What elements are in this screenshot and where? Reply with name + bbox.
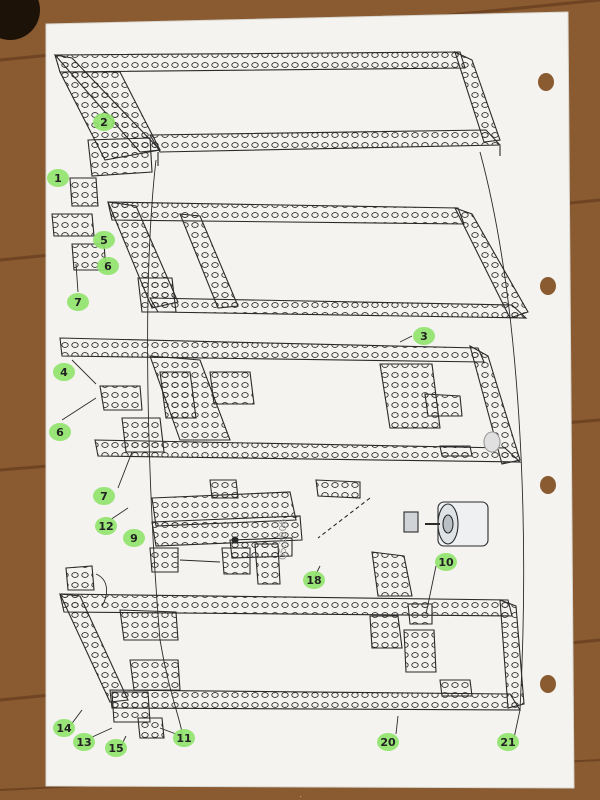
callout-highlight [303,571,325,589]
motor-sketch [403,501,489,547]
callout-9: 9 [123,529,145,547]
callout-7: 7 [67,293,89,311]
watermark: 05.2006 [278,519,289,560]
callout-6: 6 [49,423,71,441]
level-3-frame [59,337,522,465]
callout-number: 17 [300,796,302,798]
callout-1: 1 [47,169,69,187]
callout-number: 19 [300,796,302,798]
leader-lines [61,151,525,749]
punch-hole [540,476,556,494]
callout-6: 6 [97,257,119,275]
callout-highlight [47,169,69,187]
glare-spot [483,431,501,453]
callout-highlight [173,729,195,747]
level-2-frame [107,201,529,319]
callout-highlight [53,363,75,381]
callout-10: 10 [435,553,457,571]
callout-2: 2 [93,113,115,131]
callout-number: 13 [76,736,91,749]
callout-7: 7 [93,487,115,505]
callout-number: 18 [306,574,321,587]
punch-hole [540,675,556,693]
callout-13: 13 [73,733,95,751]
callout-highlight [95,517,117,535]
callout-highlight [93,231,115,249]
callout-11: 11 [173,729,195,747]
callout-highlight [53,719,75,737]
callout-highlight [49,423,71,441]
callout-highlight [413,327,435,345]
callout-number: 12 [98,520,113,533]
callout-number: 14 [56,722,72,735]
punch-hole [540,277,556,295]
callout-number: 10 [438,556,454,569]
level-4-frame [59,551,525,739]
callout-number: 9 [130,532,138,545]
callout-number: 6 [56,426,64,439]
callout-number: 5 [100,234,108,247]
callout-number: 11 [176,732,191,745]
callout-number: 20 [380,736,396,749]
callout-highlight [93,113,115,131]
callout-4: 4 [53,363,75,381]
callout-highlight [73,733,95,751]
callout-3: 3 [413,327,435,345]
callout-highlight [105,739,127,757]
callout-number: 2 [100,116,108,129]
callout-5: 5 [93,231,115,249]
callout-highlight [123,529,145,547]
callout-12: 12 [95,517,117,535]
callout-highlight [497,733,519,751]
callout-highlight [377,733,399,751]
callout-highlight [435,553,457,571]
callout-14: 14 [53,719,75,737]
callout-number: 7 [100,490,108,503]
callout-number: 15 [108,742,123,755]
punch-hole [538,73,554,91]
callout-highlight [67,293,89,311]
callout-number: 8 [300,796,301,798]
callout-number: 7 [74,296,82,309]
callout-number: 4 [60,366,68,379]
callout-18: 18 [303,571,325,589]
middle-subassembly [149,479,371,585]
callout-21: 21 [497,733,519,751]
callout-number: 3 [420,330,428,343]
callout-15: 15 [105,739,127,757]
callout-number: 16 [300,796,302,798]
callout-20: 20 [377,733,399,751]
level-1-frame [53,50,502,177]
callout-number: 1 [54,172,62,185]
callout-highlight [93,487,115,505]
callout-number: 21 [500,736,515,749]
callout-highlight [97,257,119,275]
callout-number: 6 [104,260,112,273]
